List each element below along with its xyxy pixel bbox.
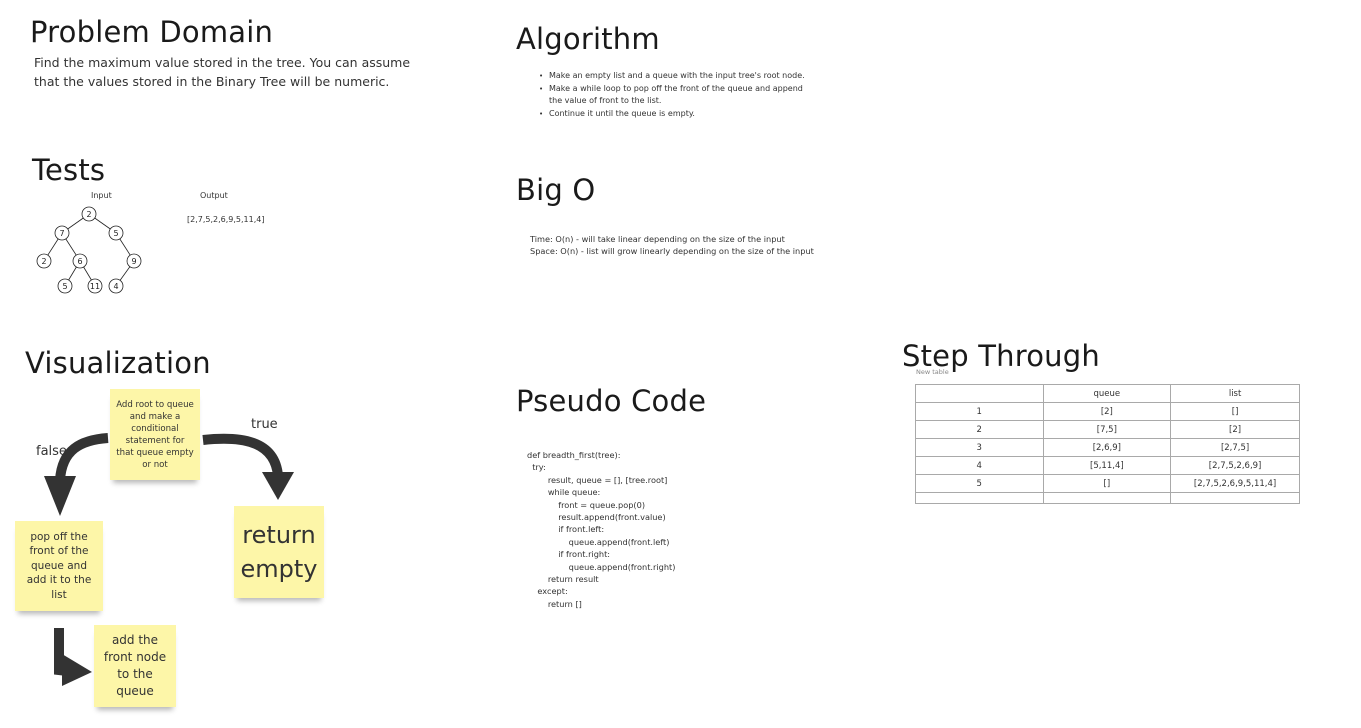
- table-cell: 2: [915, 420, 1044, 439]
- table-header-cell: list: [1170, 384, 1300, 403]
- table-row: 3 [2,6,9] [2,7,5]: [915, 438, 1300, 457]
- table-cell: 5: [915, 474, 1044, 493]
- false-arrowhead: [44, 476, 76, 516]
- tree-node-label: 2: [86, 210, 91, 219]
- table-cell: [7,5]: [1042, 420, 1172, 439]
- table-cell: [1170, 492, 1300, 504]
- sticky-note-root-text: Add root to queue and make a conditional…: [116, 399, 194, 470]
- problem-domain-title: Problem Domain: [30, 15, 274, 49]
- big-o-title: Big O: [516, 173, 596, 207]
- table-row: 1 [2] []: [915, 402, 1300, 421]
- code-line: except:: [527, 586, 568, 597]
- code-line: result, queue = [], [tree.root]: [527, 474, 668, 485]
- step-through-title: Step Through: [902, 339, 1100, 373]
- code-line: while queue:: [527, 487, 601, 498]
- table-cell: [2,7,5]: [1170, 438, 1300, 457]
- table-cell: [915, 492, 1044, 504]
- table-cell: [2,7,5,2,6,9]: [1170, 456, 1300, 475]
- sticky-note-return-text: return empty: [240, 521, 318, 583]
- tree-node: [108, 225, 124, 241]
- sticky-note-pop[interactable]: pop off the front of the queue and add i…: [15, 521, 103, 611]
- tree-node-label: 9: [131, 257, 136, 266]
- problem-domain-text: Find the maximum value stored in the tre…: [34, 55, 411, 89]
- tree-node: [81, 206, 97, 222]
- tree-node-label: 5: [113, 229, 118, 238]
- table-cell: 4: [915, 456, 1044, 475]
- table-header-cell: [915, 384, 1044, 403]
- code-line: if front.left:: [527, 524, 605, 535]
- tree-node: [126, 253, 142, 269]
- tree-node-label: 7: [59, 229, 64, 238]
- code-line: queue.append(front.right): [527, 561, 676, 572]
- sticky-note-add-text: add the front node to the queue: [103, 633, 167, 698]
- big-o-space: Space: O(n) - list will grow linearly de…: [530, 246, 814, 256]
- tree-node-label: 5: [62, 282, 67, 291]
- flow-arrows: [44, 433, 294, 686]
- table-cell: [5,11,4]: [1042, 456, 1172, 475]
- tree-node-label: 6: [77, 257, 82, 266]
- code-line: result.append(front.value): [527, 512, 666, 523]
- code-line: return result: [527, 574, 599, 585]
- tree-node: [57, 278, 73, 294]
- sticky-note-return[interactable]: return empty: [234, 506, 324, 598]
- table-row: [915, 492, 1300, 504]
- true-arrowhead: [262, 472, 294, 500]
- visualization-title: Visualization: [25, 346, 211, 380]
- tree-node: [54, 225, 70, 241]
- true-label: true: [251, 417, 278, 432]
- loop-arrowhead: [62, 654, 92, 686]
- big-o-time: Time: O(n) - will take linear depending …: [530, 234, 785, 244]
- table-cell: 3: [915, 438, 1044, 457]
- tree-node-label: 4: [113, 282, 118, 291]
- sticky-note-root[interactable]: Add root to queue and make a conditional…: [110, 389, 200, 480]
- step-through-table[interactable]: queue list 1 [2] [] 2 [7,5] [2] 3 [2,6,9…: [915, 384, 1300, 504]
- algorithm-step: Make a while loop to pop off the front o…: [539, 83, 814, 108]
- sticky-note-pop-text: pop off the front of the queue and add i…: [26, 530, 92, 601]
- tree-node-label: 11: [90, 282, 100, 291]
- table-cell: [2]: [1042, 402, 1172, 421]
- false-label: false: [36, 444, 67, 459]
- tree-node: [36, 253, 52, 269]
- code-line: def breadth_first(tree):: [527, 450, 621, 460]
- algorithm-step: Continue it until the queue is empty.: [539, 108, 814, 121]
- table-cell: [2]: [1170, 420, 1300, 439]
- table-cell: [2,7,5,2,6,9,5,11,4]: [1170, 474, 1300, 493]
- table-cell: []: [1042, 474, 1172, 493]
- table-cell: []: [1170, 402, 1300, 421]
- table-row: 4 [5,11,4] [2,7,5,2,6,9]: [915, 456, 1300, 475]
- table-header-cell: queue: [1042, 384, 1172, 403]
- table-caption: New table: [916, 368, 949, 376]
- true-arrow-path: [202, 433, 283, 477]
- code-line: return []: [527, 598, 582, 609]
- tests-input-label: Input: [91, 191, 112, 200]
- code-line: queue.append(front.left): [527, 536, 670, 547]
- pseudo-code-block: def breadth_first(tree): try: result, qu…: [527, 449, 675, 610]
- tree-node: [72, 253, 88, 269]
- tests-output-label: Output: [200, 191, 228, 200]
- code-line: try:: [527, 462, 546, 473]
- code-line: front = queue.pop(0): [527, 499, 646, 510]
- table-header-row: queue list: [915, 384, 1300, 403]
- tree-node: [87, 278, 103, 294]
- pseudo-code-title: Pseudo Code: [516, 384, 707, 418]
- code-line: if front.right:: [527, 549, 611, 560]
- table-cell: [2,6,9]: [1042, 438, 1172, 457]
- tree-node: [108, 278, 124, 294]
- table-cell: [1042, 492, 1172, 504]
- table-row: 5 [] [2,7,5,2,6,9,5,11,4]: [915, 474, 1300, 493]
- tests-output-value: [2,7,5,2,6,9,5,11,4]: [187, 215, 265, 224]
- sticky-note-add[interactable]: add the front node to the queue: [94, 625, 176, 707]
- false-arrow-path: [55, 433, 109, 481]
- test-input-tree: 2 7 5 2 6 9 5 11 4: [36, 206, 142, 294]
- table-cell: 1: [915, 402, 1044, 421]
- tree-node-label: 2: [41, 257, 46, 266]
- algorithm-step: Make an empty list and a queue with the …: [539, 70, 814, 83]
- algorithm-steps: Make an empty list and a queue with the …: [539, 70, 814, 120]
- table-row: 2 [7,5] [2]: [915, 420, 1300, 439]
- tests-title: Tests: [32, 153, 106, 187]
- algorithm-title: Algorithm: [516, 22, 660, 56]
